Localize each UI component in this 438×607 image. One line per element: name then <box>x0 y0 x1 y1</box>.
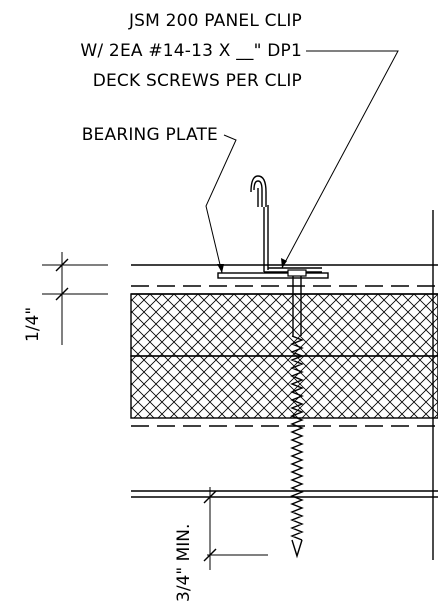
panel-clip <box>250 175 322 273</box>
leader-bearing-plate <box>205 134 237 274</box>
insulation-layer-upper <box>130 293 438 357</box>
insulation-layer-lower <box>130 355 438 419</box>
dimension-plate-thickness <box>42 252 108 345</box>
callout-bearing-plate: BEARING PLATE <box>82 125 218 145</box>
dimension-screw-penetration <box>203 487 268 570</box>
dimension-label-screw-penetration: 3/4" MIN. <box>174 524 194 602</box>
bearing-plate <box>217 272 329 279</box>
deck-screw <box>287 269 307 559</box>
dimension-label-plate-thickness: 1/4" <box>23 307 43 342</box>
callout-clip-line-1: JSM 200 PANEL CLIP <box>128 11 302 31</box>
callout-clip-line-2: W/ 2EA #14-13 X __" DP1 <box>80 41 302 61</box>
callout-clip-line-3: DECK SCREWS PER CLIP <box>93 71 302 91</box>
